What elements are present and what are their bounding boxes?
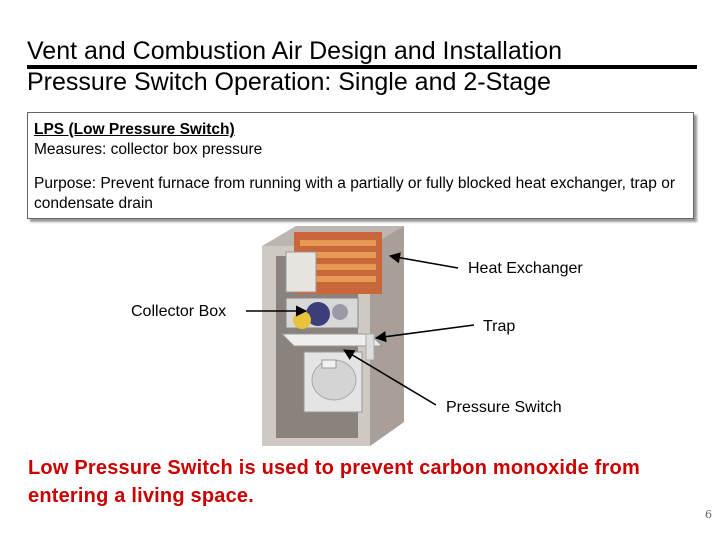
pressure-switch-label: Pressure Switch [446,399,562,416]
trap-pointer [374,324,475,343]
lps-info-box: LPS (Low Pressure Switch) Measures: coll… [27,112,694,219]
heat-exchanger-part [285,232,382,294]
trap-label: Trap [483,318,516,335]
warning-statement: Low Pressure Switch is used to prevent c… [28,457,640,507]
slide-title: Vent and Combustion Air Design and Insta… [27,36,687,98]
lps-measures: Measures: collector box pressure [34,141,263,158]
collector-box-label: Collector Box [131,303,227,320]
lps-heading: LPS (Low Pressure Switch) [34,121,235,138]
page-number: 6 [705,508,712,521]
blower-part [303,351,363,413]
trap-part [280,333,384,361]
heat-exchanger-label: Heat Exchanger [468,260,583,277]
heat-exchanger-pointer [388,252,459,269]
pressure-switch-pointer [343,349,437,406]
collector-box-part [285,297,359,329]
title-line-2: Pressure Switch Operation: Single and 2-… [27,68,551,96]
title-underline [27,65,697,69]
title-line-1: Vent and Combustion Air Design and Insta… [27,37,563,65]
lps-purpose: Purpose: Prevent furnace from running wi… [34,175,676,212]
